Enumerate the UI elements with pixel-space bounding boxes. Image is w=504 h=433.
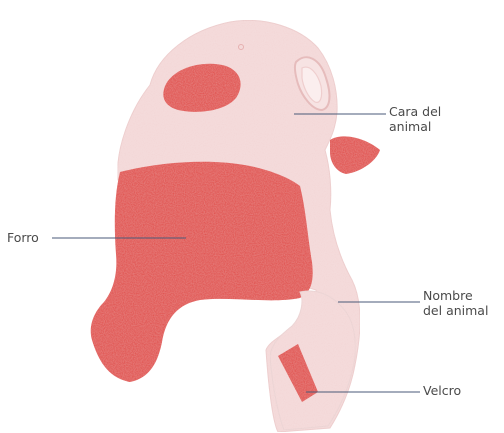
side-tab-shape [330,136,380,174]
label-lining: Forro [7,230,55,245]
label-face: Cara del animal [389,104,479,134]
label-animal-name: Nombre del animal [423,288,503,318]
label-velcro: Velcro [423,383,483,398]
